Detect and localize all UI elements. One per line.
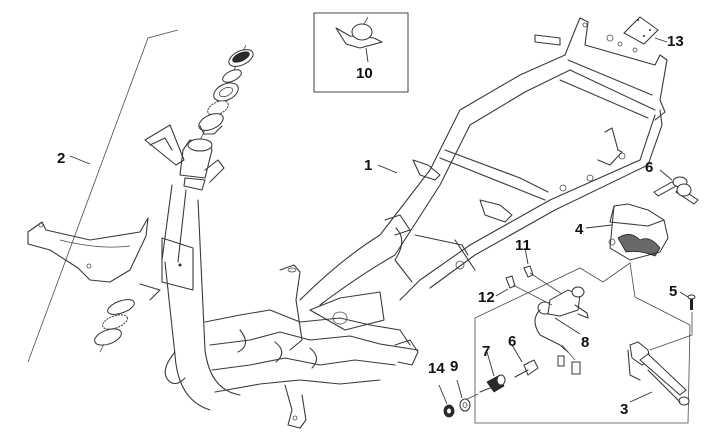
part-7-lock-cylinder xyxy=(464,351,506,401)
lower-bearing-stack xyxy=(94,299,135,353)
callout-8: 8 xyxy=(581,334,589,351)
callout-14: 14 xyxy=(428,360,445,377)
steering-bearing-stack xyxy=(198,44,254,141)
down-tubes xyxy=(164,199,241,411)
part-9-washer xyxy=(456,379,471,412)
leg-shield-bracket xyxy=(27,217,194,301)
part-5-bolt xyxy=(649,291,696,351)
callout-2: 2 xyxy=(57,150,65,167)
screws-11-12 xyxy=(495,247,563,306)
main-frame xyxy=(299,17,668,306)
part-4-pouch xyxy=(585,203,669,261)
group-2-bracket-line xyxy=(27,29,179,363)
callout-13: 13 xyxy=(667,33,684,50)
callout-6-key: 6 xyxy=(508,333,516,350)
callout-9: 9 xyxy=(450,358,458,375)
part-10-inset xyxy=(313,12,409,93)
part-6-keys xyxy=(653,169,699,205)
floor-frame xyxy=(204,264,419,429)
callout-5: 5 xyxy=(669,283,677,300)
part-14-nut xyxy=(438,384,455,418)
head-tube xyxy=(144,124,225,263)
leader-2 xyxy=(69,155,91,165)
sub-assembly-outline xyxy=(474,262,691,424)
leader-1 xyxy=(377,164,398,174)
callout-1: 1 xyxy=(364,157,372,174)
part-8-ignition-switch xyxy=(534,286,589,375)
callout-10: 10 xyxy=(356,65,373,82)
callout-4: 4 xyxy=(575,221,584,238)
callout-7: 7 xyxy=(482,343,490,360)
callout-6-keys: 6 xyxy=(645,159,653,176)
part-13-plate xyxy=(623,16,668,45)
part-3-side-stand xyxy=(627,341,690,406)
callout-11: 11 xyxy=(515,237,531,254)
callout-12: 12 xyxy=(478,289,495,306)
callout-3: 3 xyxy=(620,401,628,418)
part-6-key xyxy=(511,344,539,378)
